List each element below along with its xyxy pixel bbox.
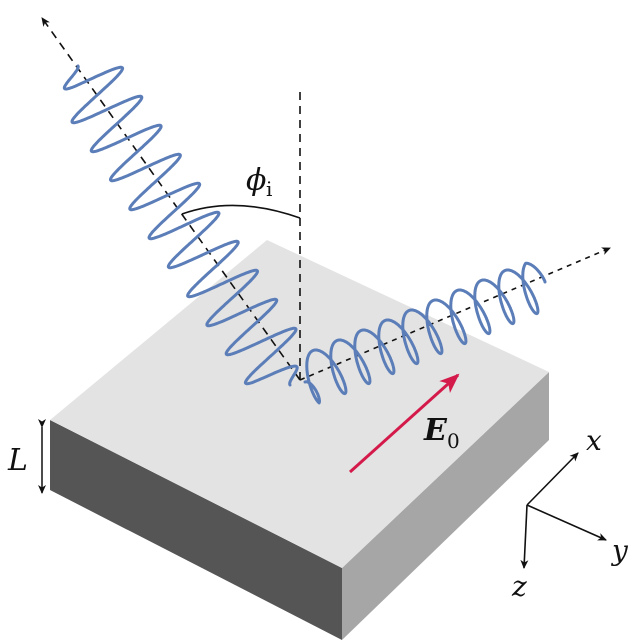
incident-ray [41, 17, 301, 381]
thickness-label: L [7, 443, 28, 478]
field-subscript: 0 [447, 429, 460, 453]
field-label: E [423, 413, 448, 448]
slab-top-face [50, 240, 549, 568]
slab [50, 240, 549, 640]
axis-x-arrow [526, 452, 579, 506]
coordinate-axes: x y z [511, 424, 629, 603]
axis-z-label: z [511, 570, 527, 603]
reflected-ray [299, 247, 611, 381]
reflected-helix-wave [303, 261, 547, 405]
axis-z-arrow [520, 504, 529, 569]
slab-side-face [342, 372, 549, 640]
incidence-angle-arc [181, 204, 301, 219]
field-arrow [348, 373, 460, 474]
axis-x-label: x [586, 424, 602, 457]
incidence-angle-label: ϕ [246, 163, 266, 198]
axis-y-label: y [610, 534, 629, 567]
incidence-angle-subscript: i [266, 177, 272, 201]
axis-y-arrow [526, 504, 607, 541]
slab-front-face [50, 420, 342, 640]
incident-wave [62, 64, 299, 387]
